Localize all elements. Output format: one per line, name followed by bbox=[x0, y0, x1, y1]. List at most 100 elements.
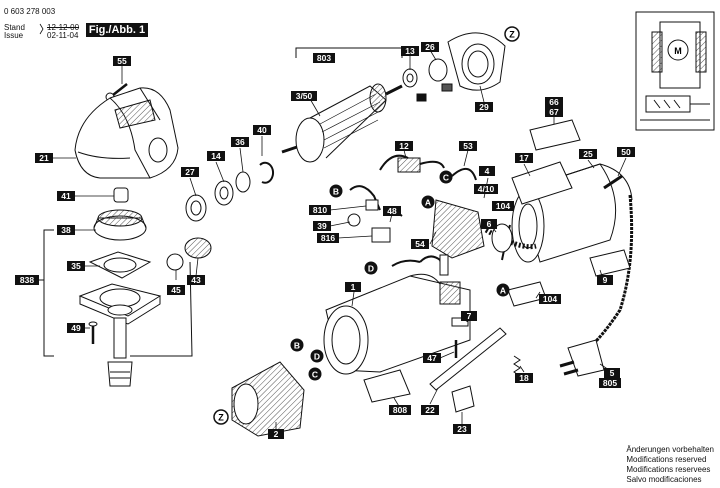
part-label-39: 39 bbox=[313, 221, 331, 231]
svg-text:29: 29 bbox=[479, 102, 489, 112]
svg-text:13: 13 bbox=[405, 46, 415, 56]
part-label-13: 13 bbox=[401, 46, 419, 56]
part-label-12: 12 bbox=[395, 141, 413, 151]
svg-text:A: A bbox=[425, 198, 431, 208]
svg-text:D: D bbox=[314, 352, 320, 362]
svg-text:12: 12 bbox=[399, 141, 409, 151]
part-label-55: 55 bbox=[113, 56, 131, 66]
svg-text:805: 805 bbox=[603, 378, 617, 388]
part-label-21: 21 bbox=[35, 153, 53, 163]
svg-text:36: 36 bbox=[235, 137, 245, 147]
svg-text:C: C bbox=[312, 370, 318, 380]
part-label-7: 7 bbox=[461, 311, 477, 321]
note-en: Modifications reserved bbox=[626, 455, 707, 464]
part-label-805: 805 bbox=[599, 378, 621, 388]
svg-text:4: 4 bbox=[485, 166, 490, 176]
part-label-35: 35 bbox=[67, 261, 85, 271]
svg-text:39: 39 bbox=[317, 221, 327, 231]
ref-circle-d2: D bbox=[310, 349, 324, 363]
svg-text:9: 9 bbox=[603, 275, 608, 285]
ref-circle-b1: B bbox=[329, 184, 343, 198]
part-label-27: 27 bbox=[181, 167, 199, 177]
part-label-67: 67 bbox=[545, 107, 563, 117]
svg-text:B: B bbox=[333, 187, 339, 197]
issue-date: 02-11-04 bbox=[47, 31, 79, 40]
armature-group bbox=[281, 32, 506, 163]
svg-text:C: C bbox=[443, 173, 449, 183]
svg-text:26: 26 bbox=[425, 42, 435, 52]
svg-text:104: 104 bbox=[496, 201, 510, 211]
svg-text:808: 808 bbox=[393, 405, 407, 415]
part-number: 0 603 278 003 bbox=[4, 7, 56, 16]
part-label-26: 26 bbox=[421, 42, 439, 52]
part-label-25: 25 bbox=[579, 149, 597, 159]
gear-housing-group bbox=[38, 83, 274, 387]
part-label-810: 810 bbox=[309, 205, 331, 215]
part-label-4: 4 bbox=[479, 166, 495, 176]
part-label-2: 2 bbox=[268, 429, 284, 439]
svg-text:45: 45 bbox=[171, 285, 181, 295]
ref-circle-a1: A bbox=[421, 195, 435, 209]
part-label-104a: 104 bbox=[492, 201, 514, 211]
part-label-3-50: 3/50 bbox=[291, 91, 317, 101]
svg-text:67: 67 bbox=[549, 107, 559, 117]
part-label-66: 66 bbox=[545, 97, 563, 107]
lower-housing-group bbox=[231, 273, 521, 437]
svg-text:47: 47 bbox=[427, 353, 437, 363]
part-label-4-10: 4/10 bbox=[474, 184, 498, 194]
svg-text:50: 50 bbox=[621, 147, 631, 157]
svg-text:53: 53 bbox=[463, 141, 473, 151]
svg-text:14: 14 bbox=[211, 151, 221, 161]
svg-text:25: 25 bbox=[583, 149, 593, 159]
part-label-22: 22 bbox=[421, 405, 439, 415]
svg-text:838: 838 bbox=[20, 275, 34, 285]
svg-text:803: 803 bbox=[317, 53, 331, 63]
ref-circle-z-bottom: Z bbox=[213, 409, 229, 425]
part-label-14: 14 bbox=[207, 151, 225, 161]
ref-circle-c1: C bbox=[439, 170, 453, 184]
svg-text:66: 66 bbox=[549, 97, 559, 107]
part-label-41: 41 bbox=[57, 191, 75, 201]
part-label-838: 838 bbox=[15, 275, 39, 285]
svg-text:23: 23 bbox=[457, 424, 467, 434]
svg-text:27: 27 bbox=[185, 167, 195, 177]
note-fr: Modifications reservees bbox=[626, 465, 711, 474]
note-es: Salvo modificaciones bbox=[626, 475, 702, 484]
svg-text:3/50: 3/50 bbox=[296, 91, 313, 101]
svg-text:48: 48 bbox=[387, 206, 397, 216]
svg-text:38: 38 bbox=[61, 225, 71, 235]
svg-text:816: 816 bbox=[321, 233, 335, 243]
ref-circle-a2: A bbox=[496, 283, 510, 297]
part-label-5: 5 bbox=[604, 368, 620, 378]
part-label-45: 45 bbox=[167, 285, 185, 295]
motor-symbol-label: M bbox=[674, 46, 682, 56]
part-label-49: 49 bbox=[67, 323, 85, 333]
part-label-40: 40 bbox=[253, 125, 271, 135]
svg-text:41: 41 bbox=[61, 191, 71, 201]
stand-label: Stand bbox=[4, 23, 25, 32]
part-label-53: 53 bbox=[459, 141, 477, 151]
svg-text:B: B bbox=[294, 341, 300, 351]
svg-text:D: D bbox=[368, 264, 374, 274]
notes-block: Änderungen vorbehalten Modifications res… bbox=[626, 445, 714, 485]
svg-text:43: 43 bbox=[191, 275, 201, 285]
svg-text:54: 54 bbox=[415, 239, 425, 249]
svg-text:49: 49 bbox=[71, 323, 81, 333]
ref-circle-b2: B bbox=[290, 338, 304, 352]
svg-text:Z: Z bbox=[218, 413, 224, 423]
svg-text:40: 40 bbox=[257, 125, 267, 135]
svg-text:104: 104 bbox=[543, 294, 557, 304]
part-label-36: 36 bbox=[231, 137, 249, 147]
ref-circle-d1: D bbox=[364, 261, 378, 275]
part-label-1: 1 bbox=[345, 282, 361, 292]
part-label-54: 54 bbox=[411, 239, 429, 249]
svg-text:7: 7 bbox=[467, 311, 472, 321]
part-label-48: 48 bbox=[383, 206, 401, 216]
svg-text:A: A bbox=[500, 286, 506, 296]
svg-text:1: 1 bbox=[351, 282, 356, 292]
part-label-50: 50 bbox=[617, 147, 635, 157]
motor-schematic bbox=[635, 11, 715, 131]
svg-text:17: 17 bbox=[519, 153, 529, 163]
date-struck: 12-12-00 bbox=[47, 23, 80, 32]
